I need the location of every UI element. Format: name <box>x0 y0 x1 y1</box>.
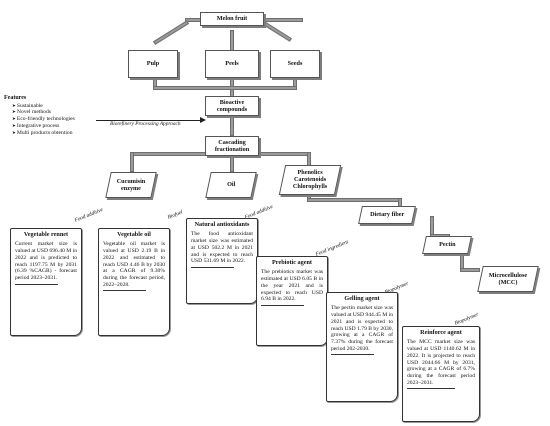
connector <box>307 198 401 202</box>
connector <box>230 30 234 52</box>
node-label: Seeds <box>287 60 303 68</box>
card-vegetable-oil: Vegetable oil Vegetable oil market is va… <box>98 228 170 336</box>
card-body: The food antioxidant market size was est… <box>191 231 253 265</box>
divider <box>261 304 305 306</box>
node-label: Bioactive compounds <box>216 98 248 113</box>
card-natural-antioxidants: Natural antioxidants The food antioxidan… <box>186 218 258 304</box>
divider <box>191 266 235 268</box>
ribbon-food-ingredient: Food ingredient <box>314 239 350 258</box>
ribbon-food-additive: Food additive <box>73 206 105 224</box>
card-body: Vegetable oil market is valued at USD 2.… <box>103 241 165 288</box>
divider <box>331 354 375 356</box>
node-label: Melon fruit <box>216 15 248 23</box>
node-dietary-fiber: Dietary fiber <box>358 206 416 224</box>
feature-item: Integrative process <box>12 123 75 130</box>
feature-item: Novel methods <box>12 109 75 116</box>
connector <box>153 86 297 90</box>
card-vegetable-rennet: Vegetable rennet Current market size is … <box>10 228 82 336</box>
features-list: Features Sustainable Novel methods Eco-f… <box>4 95 75 137</box>
card-prebiotic-agent: Prebiotic agent The prebiotics market wa… <box>256 256 328 346</box>
card-body: The pectin market size was valued at USD… <box>331 305 393 352</box>
card-title: Vegetable rennet <box>23 231 69 238</box>
node-cascading-fractionation: Cascading fractionation <box>205 136 259 156</box>
node-label: Cascading fractionation <box>214 138 250 153</box>
feature-item: Multi products obtention <box>12 130 75 137</box>
node-label: Microcellulose (MCC) <box>488 271 528 286</box>
node-peels: Peels <box>205 50 259 78</box>
connector <box>153 20 190 45</box>
card-reinforce-agent: Reinforce agent The MCC market size was … <box>402 326 480 422</box>
node-label: Oil <box>226 181 236 189</box>
arrow-right-icon <box>200 117 206 123</box>
card-title: Prebiotic agent <box>272 259 312 266</box>
node-phenolics: Phenolics Carotenoids Chlorophylls <box>278 165 342 195</box>
node-label: Pectin <box>438 241 456 249</box>
connector <box>430 216 434 236</box>
feature-item: Sustainable <box>12 103 75 110</box>
card-body: The MCC market size was valued at USD 11… <box>407 339 475 386</box>
features-heading: Features <box>4 95 27 101</box>
node-cucumisin-enzyme: Cucumisin enzyme <box>105 172 157 198</box>
node-label: Cucumisin enzyme <box>116 177 146 192</box>
ribbon-biofuel: Biofuel <box>166 209 184 221</box>
card-title: Natural antioxidants <box>194 221 250 228</box>
card-body: The prebiotics market was estimated at U… <box>261 269 323 303</box>
card-gelling-agent: Gelling agent The pectin market size was… <box>326 292 398 402</box>
card-title: Vegetable oil <box>117 231 151 238</box>
card-title: Gelling agent <box>344 295 380 302</box>
card-body: Current market size is valued at USD 696… <box>15 241 77 281</box>
connector <box>230 114 234 136</box>
node-oil: Oil <box>205 172 257 198</box>
connector <box>460 268 480 272</box>
node-label: Peels <box>225 60 239 68</box>
node-label: Phenolics Carotenoids Chlorophylls <box>292 169 328 191</box>
node-pectin: Pectin <box>422 236 472 254</box>
node-pulp: Pulp <box>128 50 178 78</box>
biorefinery-arrow-line <box>96 120 202 121</box>
node-label: Pulp <box>146 60 160 68</box>
divider <box>15 283 59 285</box>
node-seeds: Seeds <box>270 50 320 78</box>
connector <box>130 152 134 172</box>
card-title: Reinforce agent <box>420 329 462 336</box>
ribbon-biopolymer: Biopolymer <box>453 311 480 327</box>
node-mcc: Microcellulose (MCC) <box>477 266 539 292</box>
divider <box>103 290 147 292</box>
feature-item: Eco-friendly technologies <box>12 116 75 123</box>
node-melon-fruit: Melon fruit <box>200 12 264 26</box>
connector <box>260 20 292 42</box>
node-label: Dietary fiber <box>369 211 405 219</box>
divider <box>407 388 455 390</box>
biorefinery-label: Biorefinery Processing Approach <box>110 121 181 127</box>
node-bioactive-compounds: Bioactive compounds <box>205 96 259 116</box>
